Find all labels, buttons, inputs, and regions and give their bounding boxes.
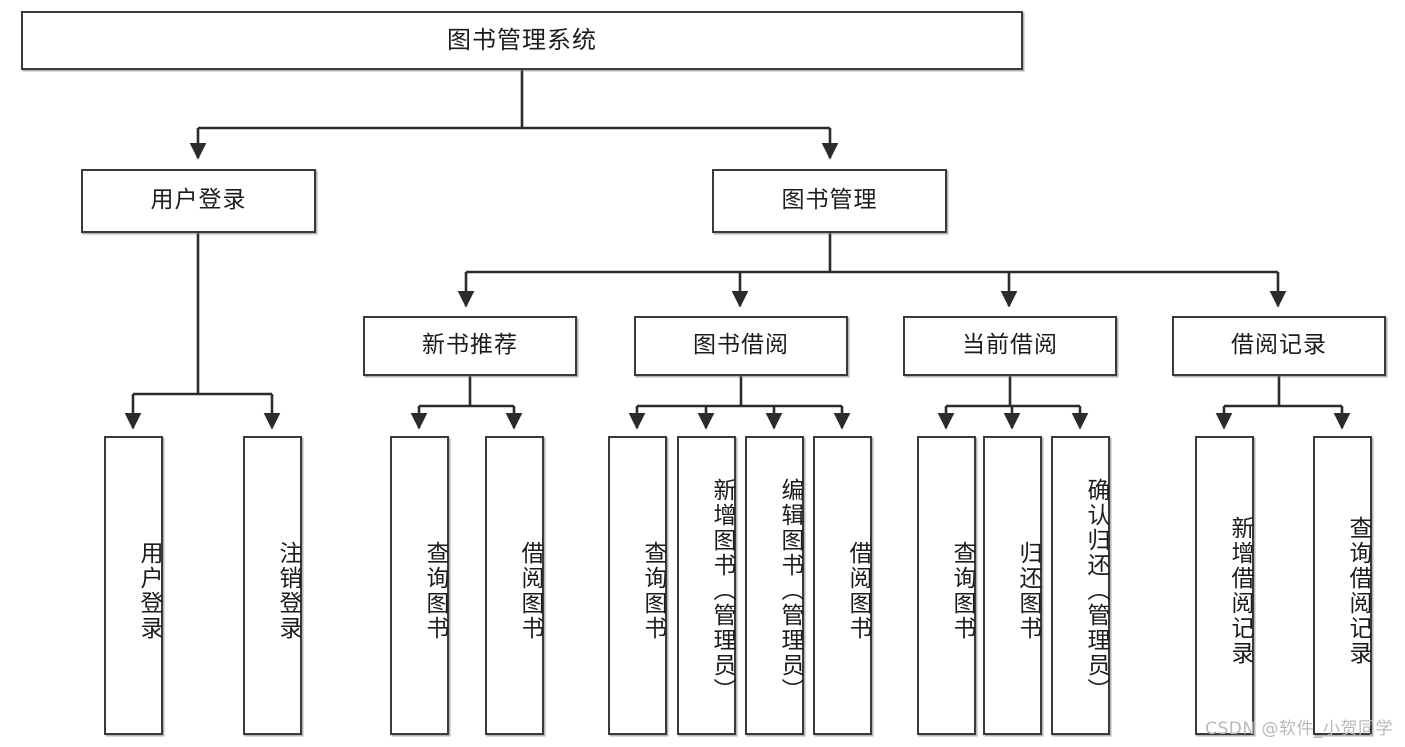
csdn-watermark: CSDN @软件_小贺同学 [1205,719,1393,739]
node-leaf-query-record[interactable]: 查询借阅记录 [1313,436,1372,735]
node-borrow-record[interactable]: 借阅记录 [1172,316,1386,376]
node-root-system[interactable]: 图书管理系统 [21,11,1023,70]
node-user-login[interactable]: 用户登录 [81,169,316,233]
node-leaf-query-book-borrow[interactable]: 查询图书 [608,436,667,735]
node-leaf-borrow-book[interactable]: 借阅图书 [813,436,872,735]
node-book-manage[interactable]: 图书管理 [712,169,947,233]
node-leaf-logout-login[interactable]: 注销登录 [243,436,302,735]
node-current-borrow[interactable]: 当前借阅 [903,316,1117,376]
node-leaf-query-book-current[interactable]: 查询图书 [917,436,976,735]
node-leaf-borrow-book-recommend[interactable]: 借阅图书 [485,436,544,735]
node-leaf-user-login[interactable]: 用户登录 [104,436,163,735]
node-leaf-confirm-return[interactable]: 确认归还（管理员） [1051,436,1110,735]
node-leaf-return-book[interactable]: 归还图书 [983,436,1042,735]
node-leaf-query-book-recommend[interactable]: 查询图书 [390,436,449,735]
node-new-book-recommend[interactable]: 新书推荐 [363,316,577,376]
node-book-borrow[interactable]: 图书借阅 [634,316,848,376]
node-leaf-edit-book[interactable]: 编辑图书（管理员） [745,436,804,735]
node-leaf-add-book[interactable]: 新增图书（管理员） [677,436,736,735]
node-leaf-add-record[interactable]: 新增借阅记录 [1195,436,1254,735]
